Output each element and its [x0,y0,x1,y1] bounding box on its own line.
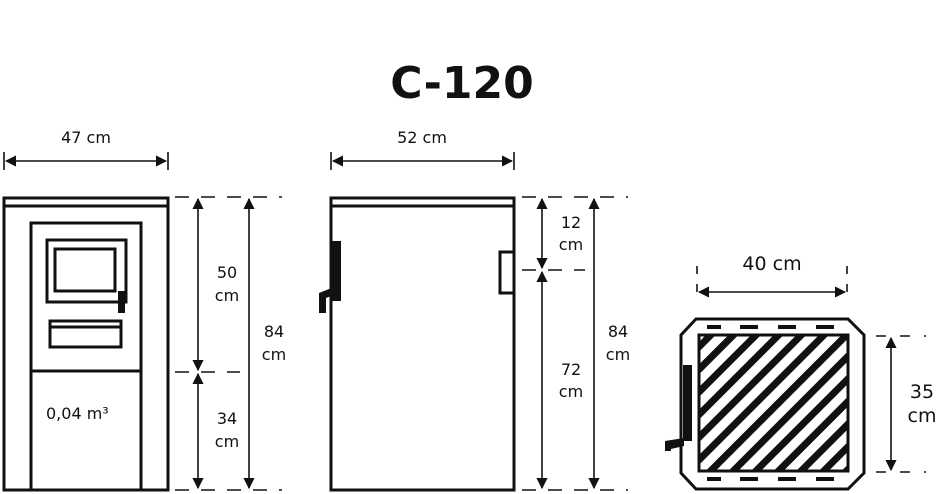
top-handle-icon [683,365,692,441]
side-width-label: 52 cm [397,128,447,147]
side-total-height-unit: cm [606,345,630,364]
side-body [329,196,516,492]
front-total-height-unit: cm [262,345,286,364]
front-window [45,238,128,304]
front-volume-label: 0,04 m³ [46,404,109,423]
top-view: 40 cm 35 cm [665,253,937,491]
side-top-height-value: 12 [561,213,581,232]
side-top-height-unit: cm [559,235,583,254]
top-depth-unit: cm [908,405,937,427]
front-view: 47 cm 0,04 m³ 50 cm 34 cm 84 [2,128,286,492]
front-door-frame [29,221,143,492]
front-width-label: 47 cm [61,128,111,147]
side-view: 52 cm 12 cm 72 cm 84 cm [319,128,630,492]
top-width-label: 40 cm [742,253,801,275]
side-door-handle-icon [332,241,341,301]
front-body [2,196,170,492]
top-hotplate [697,333,850,473]
side-lower-height-value: 72 [561,360,581,379]
front-upper-height-value: 50 [217,263,237,282]
front-lower-height-value: 34 [217,409,237,428]
front-total-height-value: 84 [264,322,284,341]
top-depth-value: 35 [910,381,934,403]
side-lower-height-unit: cm [559,382,583,401]
top-body [679,317,866,491]
page-title: C-120 [390,58,533,109]
front-upper-height-unit: cm [215,286,239,305]
side-flue-tab [498,250,516,295]
side-total-height-value: 84 [608,322,628,341]
front-lower-height-unit: cm [215,432,239,451]
front-door-handle-icon [118,291,125,313]
front-ash-drawer [48,319,123,349]
